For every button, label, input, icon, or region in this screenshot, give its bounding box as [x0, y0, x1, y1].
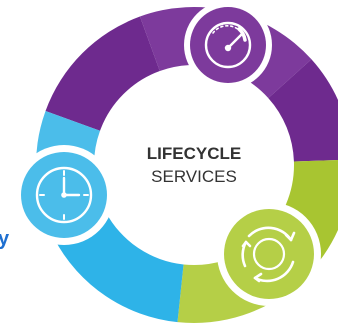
- center-title: LIFECYCLE: [147, 144, 241, 163]
- recycle-icon: [241, 226, 296, 283]
- gauge-node: [184, 1, 272, 89]
- recycle-node: [217, 202, 321, 306]
- ring-segment-3: [268, 59, 338, 162]
- recycle-node-disc: [224, 209, 314, 299]
- clock-icon: [35, 166, 93, 224]
- clock-node: [14, 145, 114, 245]
- gauge-icon: [204, 21, 252, 69]
- center-subtitle: SERVICES: [151, 167, 237, 186]
- ring-segment-1: [45, 16, 160, 131]
- edge-text: y: [0, 228, 10, 250]
